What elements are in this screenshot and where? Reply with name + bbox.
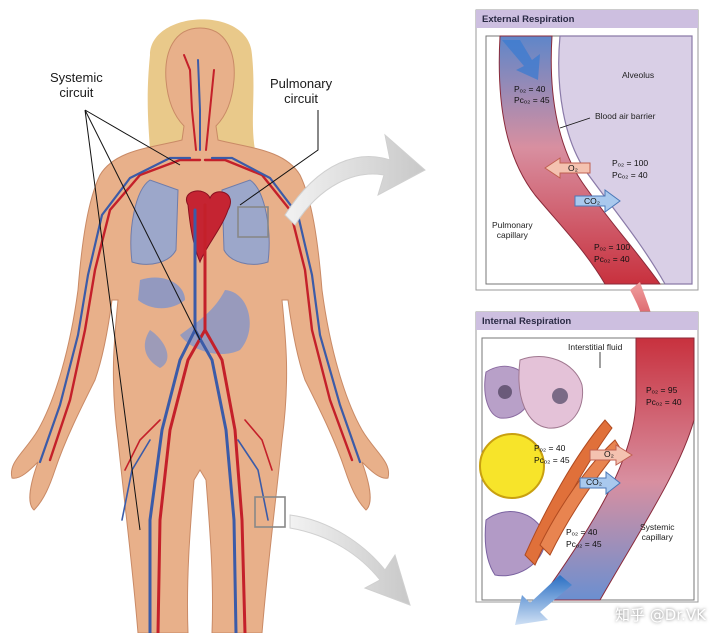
o2-exchange-arrow xyxy=(544,157,591,179)
blood-air-barrier-label: Blood air barrier xyxy=(595,111,656,121)
alveolus-shape xyxy=(558,35,693,285)
o2-tissue-arrow xyxy=(589,444,633,466)
co2-tissue-arrow xyxy=(579,470,621,496)
external-respiration-panel xyxy=(475,9,699,291)
lung-inset-box xyxy=(237,206,269,238)
blood-flow-arrow-blue xyxy=(515,575,572,625)
intestines xyxy=(180,290,250,355)
external-respiration-title: External Respiration xyxy=(482,14,575,25)
int-o2-label: O₂ xyxy=(604,449,614,459)
nucleus-1 xyxy=(498,385,512,399)
interstitial-fluid-label: Interstitial fluid xyxy=(568,342,623,352)
int-entry-po2: Pₒ₂ = 95 xyxy=(646,385,678,395)
ext-exit-pco2: Pᴄₒ₂ = 40 xyxy=(594,254,630,264)
systemic-circuit-label: Systemic circuit xyxy=(50,70,103,100)
systemic-leader-lines xyxy=(84,109,201,531)
veins xyxy=(38,59,362,635)
int-exit-po2: Pₒ₂ = 40 xyxy=(566,527,598,537)
int-entry-pco2: Pᴄₒ₂ = 40 xyxy=(646,397,682,407)
pulmonary-capillary-vessel xyxy=(498,35,661,285)
int-co2-label: CO₂ xyxy=(586,477,603,487)
ext-o2-label: O₂ xyxy=(568,163,578,173)
ext-entry-po2: Pₒ₂ = 40 xyxy=(514,84,546,94)
pulmonary-circuit-label: Pulmonary circuit xyxy=(270,76,333,106)
capillary-inflow-arrow xyxy=(502,40,540,80)
liver xyxy=(138,277,185,309)
fat-cell xyxy=(479,433,545,499)
human-figure xyxy=(10,19,390,635)
internal-panel-header xyxy=(476,312,698,330)
left-lung xyxy=(221,179,270,265)
pulmonary-leader-line xyxy=(239,110,319,206)
int-tissue-po2: Pₒ₂ = 40 xyxy=(534,443,566,453)
internal-respiration-panel xyxy=(475,311,699,603)
internal-respiration-title: Internal Respiration xyxy=(482,316,572,327)
pulmonary-capillary-label: Pulmonary capillary xyxy=(492,220,533,240)
ext-co2-label: CO₂ xyxy=(584,196,601,206)
ext-entry-pco2: Pᴄₒ₂ = 45 xyxy=(514,95,550,105)
int-tissue-pco2: Pᴄₒ₂ = 45 xyxy=(534,455,570,465)
tissue-cell-pink xyxy=(518,356,584,429)
ext-exit-po2: Pₒ₂ = 100 xyxy=(594,242,631,252)
systemic-capillary-label: Systemic capillary xyxy=(640,522,675,542)
alveolus-label: Alveolus xyxy=(622,70,655,80)
co2-exchange-arrow xyxy=(574,189,621,213)
leg-inset-box xyxy=(254,496,286,528)
ext-alveolus-po2: Pₒ₂ = 100 xyxy=(612,158,649,168)
pointer-arrow-upper xyxy=(284,133,426,226)
pointer-arrow-lower xyxy=(289,514,411,606)
int-exit-pco2: Pᴄₒ₂ = 45 xyxy=(566,539,602,549)
external-panel-header xyxy=(476,10,698,28)
kidney-region xyxy=(144,330,168,368)
barrier-pointer xyxy=(559,117,591,129)
nucleus-2 xyxy=(552,388,568,404)
ext-alveolus-pco2: Pᴄₒ₂ = 40 xyxy=(612,170,648,180)
right-lung xyxy=(130,179,179,265)
watermark: 知乎 @Dr.VK xyxy=(615,606,706,624)
